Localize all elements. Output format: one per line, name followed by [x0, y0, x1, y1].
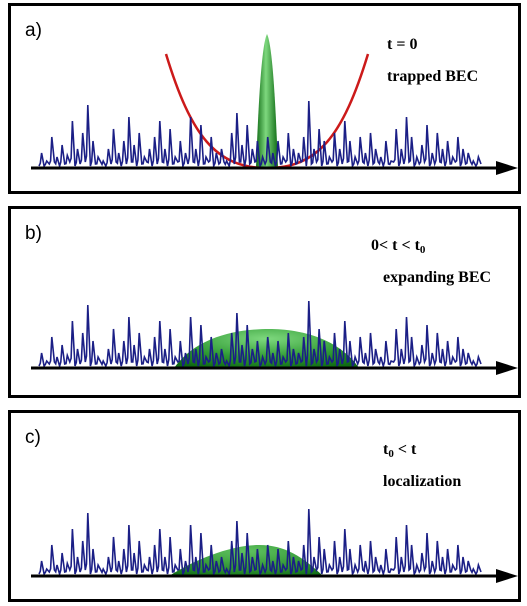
disorder-potential — [38, 100, 482, 170]
panel-b: b) 0< t < t0 expanding BEC — [8, 206, 521, 398]
panel-label: c) — [25, 427, 41, 448]
axis-arrow — [496, 569, 518, 583]
disorder-potential — [38, 508, 482, 578]
time-label: t = 0 — [387, 36, 418, 53]
panel-c: c) t0 < t localization — [8, 410, 521, 602]
state-label: trapped BEC — [387, 68, 479, 85]
time-label: 0< t < t0 — [371, 237, 426, 256]
time-label: t0 < t — [383, 441, 417, 460]
panel-a: a) t = 0 trapped BEC — [8, 3, 521, 194]
state-label: expanding BEC — [383, 269, 492, 286]
axis-arrow — [496, 161, 518, 175]
bec-spike — [256, 34, 278, 168]
panel-a-graphic — [31, 34, 518, 175]
panel-b-graphic — [31, 300, 518, 375]
state-label: localization — [383, 473, 462, 490]
panel-c-graphic — [31, 508, 518, 583]
panel-label: a) — [25, 20, 42, 41]
panel-label: b) — [25, 223, 42, 244]
disorder-potential — [38, 300, 482, 370]
axis-arrow — [496, 361, 518, 375]
